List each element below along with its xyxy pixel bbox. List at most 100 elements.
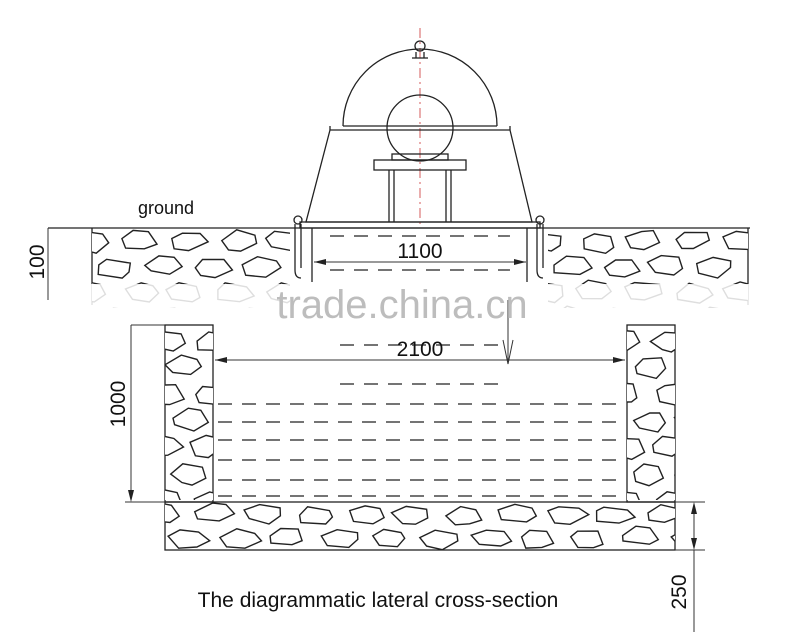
masonry-stone xyxy=(248,307,254,308)
masonry-stone xyxy=(220,229,258,252)
masonry-stone xyxy=(655,491,675,500)
masonry-stone xyxy=(673,416,675,420)
masonry-stone xyxy=(563,305,576,308)
masonry-stone xyxy=(298,506,334,525)
masonry-stone xyxy=(612,307,617,308)
masonry-stone xyxy=(92,231,110,254)
masonry-stone xyxy=(166,529,212,549)
masonry-stone xyxy=(196,331,213,351)
masonry-stone xyxy=(649,331,675,353)
masonry-stone xyxy=(218,528,263,549)
masonry-stone xyxy=(634,357,667,380)
masonry-stone xyxy=(753,257,786,274)
dimension-1100: 1100 xyxy=(314,240,526,265)
masonry-stone xyxy=(165,503,181,524)
anchor-bolt-left xyxy=(293,215,303,279)
ground-label: ground xyxy=(138,198,194,218)
masonry-stone xyxy=(97,258,132,279)
masonry-stone xyxy=(293,255,324,276)
dim-250-label: 250 xyxy=(668,574,691,609)
dimension-250: 250 xyxy=(668,501,705,632)
masonry-stone xyxy=(269,527,303,546)
pit-floor xyxy=(148,501,679,573)
masonry-stone xyxy=(469,529,513,547)
water-level-dashes xyxy=(218,235,625,497)
masonry-stone xyxy=(320,528,359,549)
pit-walls xyxy=(164,324,713,503)
dim-1100-label: 1100 xyxy=(397,240,442,263)
masonry-stone xyxy=(371,528,406,548)
dim-2100-label: 2100 xyxy=(397,338,444,361)
masonry-stone xyxy=(497,554,534,573)
masonry-stone xyxy=(399,552,434,571)
masonry-stone xyxy=(172,407,210,432)
masonry-stone xyxy=(165,435,185,456)
masonry-stone xyxy=(165,331,187,352)
masonry-stone xyxy=(189,434,213,459)
masonry-stone xyxy=(444,505,483,526)
masonry-stone xyxy=(193,502,236,522)
dim-100-label: 100 xyxy=(26,244,49,279)
masonry-stone xyxy=(569,530,604,549)
masonry-stone xyxy=(193,491,213,500)
diagram-caption: The diagrammatic lateral cross-section xyxy=(198,589,559,612)
masonry-stone xyxy=(674,474,675,479)
masonry-stone xyxy=(249,552,284,572)
masonry-stone xyxy=(112,307,119,308)
masonry-stone xyxy=(647,555,679,572)
masonry-stone xyxy=(148,554,185,573)
masonry-stone xyxy=(632,412,667,433)
watermark-text: trade.china.cn xyxy=(276,283,527,327)
masonry-stone xyxy=(670,534,675,543)
masonry-stone xyxy=(627,491,640,500)
masonry-stone xyxy=(651,435,675,457)
masonry-stone xyxy=(553,255,594,276)
masonry-stone xyxy=(675,231,711,250)
dim-1000-label: 1000 xyxy=(107,381,130,428)
dimension-1000: 1000 xyxy=(107,324,165,503)
masonry-stone xyxy=(597,555,634,573)
masonry-stone xyxy=(497,503,538,523)
masonry-stone xyxy=(121,229,159,250)
masonry-stone xyxy=(170,232,210,252)
masonry-stone xyxy=(143,255,184,275)
masonry-stone xyxy=(165,354,203,376)
masonry-stone xyxy=(197,310,234,326)
dome-cover xyxy=(342,48,498,127)
masonry-stone xyxy=(297,552,336,569)
masonry-stone xyxy=(390,505,429,525)
masonry-stone xyxy=(243,503,282,525)
masonry-stone xyxy=(624,229,661,251)
dimension-100: 100 xyxy=(26,228,49,300)
masonry-stone xyxy=(548,234,562,252)
masonry-stone xyxy=(695,256,732,279)
masonry-stone xyxy=(165,489,181,500)
masonry-stone xyxy=(707,306,719,308)
masonry-stone xyxy=(603,259,641,278)
masonry-stone xyxy=(647,310,683,331)
masonry-stone xyxy=(241,255,282,278)
masonry-stone xyxy=(169,307,176,308)
masonry-stone xyxy=(347,551,381,571)
masonry-stone xyxy=(621,525,660,545)
masonry-stone xyxy=(169,463,207,486)
masonry-stone xyxy=(217,409,249,429)
masonry-stone xyxy=(627,437,646,461)
masonry-stone xyxy=(449,556,479,573)
masonry-stone xyxy=(627,382,638,403)
motor-icon xyxy=(386,94,454,162)
masonry-stone xyxy=(656,383,675,406)
dimension-2100: 2100 xyxy=(215,338,625,363)
watermark-band xyxy=(30,284,770,308)
masonry-stone xyxy=(677,360,713,378)
masonry-stone xyxy=(582,233,615,255)
masonry-stone xyxy=(549,554,582,572)
masonry-stone xyxy=(194,385,213,405)
masonry-stone xyxy=(546,506,591,526)
lifting-eye-icon xyxy=(414,40,426,52)
aerator-machine xyxy=(299,40,541,229)
masonry-stone xyxy=(595,506,637,524)
masonry-stone xyxy=(520,529,555,549)
masonry-stone xyxy=(194,258,234,279)
